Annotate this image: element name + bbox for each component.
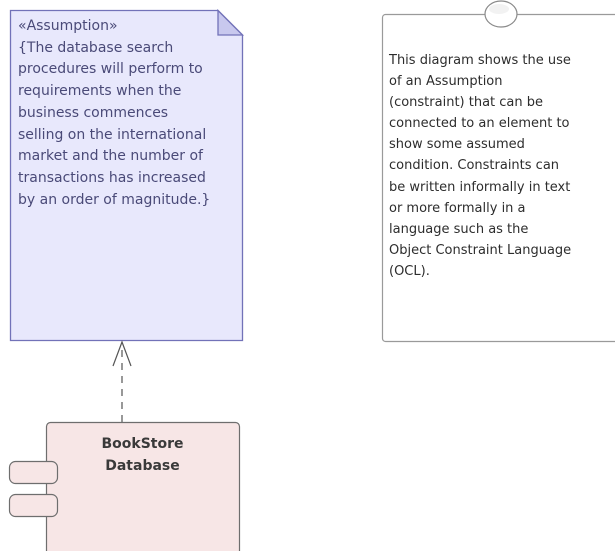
- note-line: or more formally in a: [389, 200, 526, 216]
- assumption-fold-corner: [217, 8, 245, 36]
- note-line: language such as the: [389, 221, 529, 237]
- component-port-bottom: [8, 493, 59, 518]
- note-line: be written informally in text: [389, 179, 571, 195]
- note-line: condition. Constraints can: [389, 158, 560, 174]
- note-line: show some assumed: [389, 137, 525, 153]
- assumption-line: business commences: [18, 104, 169, 121]
- assumption-line: transactions has increased: [18, 169, 206, 186]
- assumption-text: «Assumption» {The database search proced…: [18, 16, 242, 211]
- note-line: connected to an element to: [389, 116, 570, 132]
- component-name-line: Database: [105, 458, 180, 474]
- note-line: (constraint) that can be: [389, 95, 544, 111]
- component-box[interactable]: [45, 421, 241, 551]
- assumption-line: selling on the international: [18, 126, 207, 143]
- note-text: This diagram shows the use of an Assumpt…: [389, 50, 611, 282]
- note-line: Object Constraint Language: [389, 242, 572, 258]
- assumption-stereotype: «Assumption»: [18, 18, 118, 34]
- assumption-line: {The database search: [18, 39, 174, 56]
- note-line: (OCL).: [389, 263, 430, 279]
- component-name-line: BookStore: [101, 436, 184, 452]
- note-line: of an Assumption: [389, 74, 503, 90]
- assumption-line: by an order of magnitude.}: [18, 191, 211, 208]
- note-line: This diagram shows the use: [389, 53, 571, 68]
- assumption-line: requirements when the: [18, 83, 182, 100]
- note-attachment-highlight: [489, 4, 509, 14]
- component-port-top: [8, 460, 59, 485]
- assumption-line: market and the number of: [18, 148, 203, 165]
- assumption-box[interactable]: [9, 9, 244, 342]
- dependency-arrowhead: [112, 340, 132, 367]
- assumption-line: procedures will perform to: [18, 61, 203, 78]
- component-name: BookStore Database: [46, 433, 239, 477]
